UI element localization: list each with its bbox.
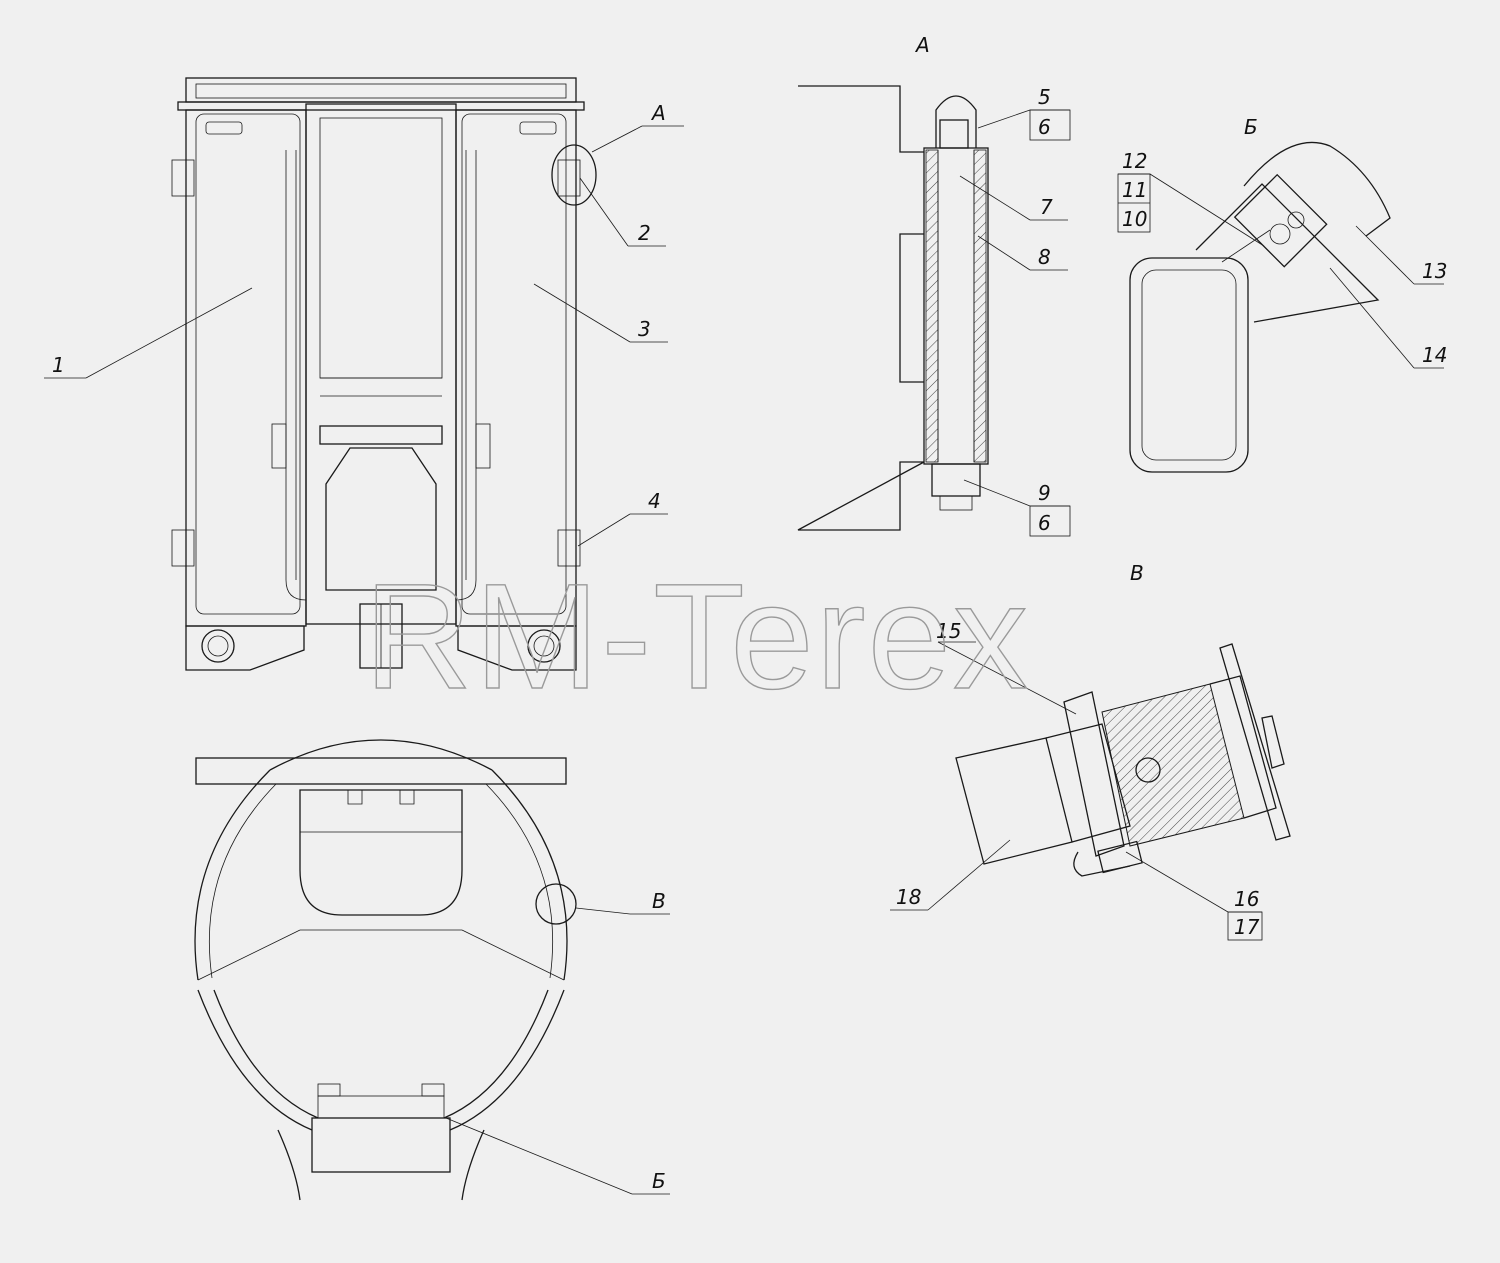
callout-16: 16 <box>1234 887 1259 911</box>
detail-a-circle <box>551 144 597 206</box>
detail-v-circle <box>535 883 577 925</box>
callout-9: 9 <box>1038 481 1051 505</box>
callout-b-bottom: Б <box>652 1169 666 1193</box>
watermark: RM-Terex <box>364 552 1030 720</box>
view-b <box>1129 141 1391 473</box>
view-label-b: Б <box>1244 115 1258 139</box>
callout-12: 12 <box>1122 149 1147 173</box>
callout-15: 15 <box>936 619 961 643</box>
view-label-v: В <box>1130 561 1144 585</box>
callout-6a: 6 <box>1038 115 1051 139</box>
right-door <box>455 109 581 627</box>
callout-6b: 6 <box>1038 511 1051 535</box>
callout-1: 1 <box>52 353 65 377</box>
front-bottom <box>185 625 577 671</box>
callout-8: 8 <box>1038 245 1051 269</box>
callout-14: 14 <box>1422 343 1447 367</box>
callout-2: 2 <box>638 221 651 245</box>
view-v <box>955 643 1291 877</box>
callout-5: 5 <box>1038 85 1051 109</box>
view-a <box>797 85 989 531</box>
front-view <box>171 77 597 671</box>
callout-4: 4 <box>648 489 661 513</box>
callout-a-front: А <box>650 101 666 125</box>
callout-18: 18 <box>896 885 921 909</box>
bottom-view <box>194 739 577 1201</box>
callout-3: 3 <box>638 317 651 341</box>
view-label-a: А <box>914 33 930 57</box>
callout-11: 11 <box>1122 178 1147 202</box>
centre-frame <box>285 103 477 669</box>
callout-7: 7 <box>1040 195 1053 219</box>
callout-labels: А Б В А В Б 1 2 3 4 5 6 7 8 9 6 12 11 10… <box>52 33 1447 1193</box>
leader-lines <box>44 109 1444 1195</box>
callout-13: 13 <box>1422 259 1447 283</box>
callout-10: 10 <box>1122 207 1147 231</box>
callout-17: 17 <box>1234 915 1260 939</box>
callout-v-bottom: В <box>652 889 666 913</box>
